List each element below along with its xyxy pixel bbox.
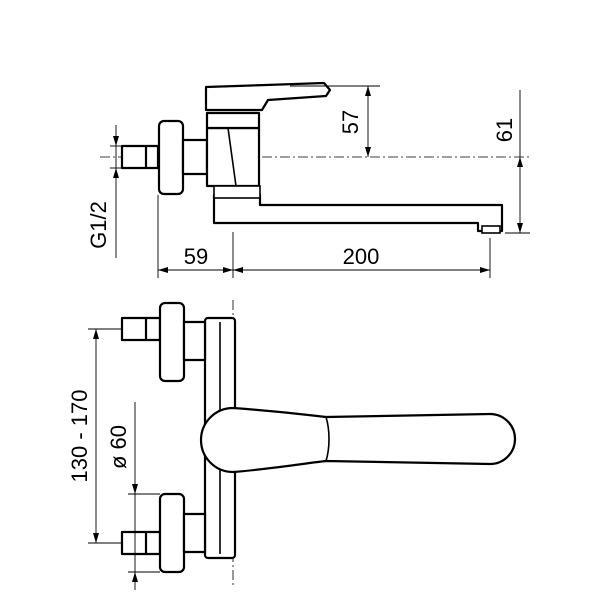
side-lever-handle <box>204 81 332 112</box>
side-wall-rosette <box>157 119 185 196</box>
side-inlet-connector <box>120 144 160 170</box>
front-spout-neck <box>325 416 330 462</box>
front-lower-rosette <box>158 492 186 574</box>
dim-61-label: 61 <box>492 118 517 142</box>
front-spout <box>199 406 517 474</box>
dim-thread-arrow-top <box>113 136 119 146</box>
dim-59-arrow-right <box>223 267 233 273</box>
dim-57-arrow-top <box>365 86 371 96</box>
side-handle-base <box>205 111 261 130</box>
dim-diameter-label: ø 60 <box>106 425 131 469</box>
dim-61-arrow-top <box>517 157 523 167</box>
side-spout-collar <box>213 185 261 199</box>
side-body-detail <box>227 127 237 187</box>
dim-57-label: 57 <box>338 110 363 134</box>
front-lower-connector <box>120 530 162 556</box>
front-upper-nut <box>182 320 207 362</box>
dim-59-arrow-left <box>158 267 168 273</box>
dim-thread-arrow-bottom <box>113 168 119 178</box>
dim-61-arrow-bottom <box>517 223 523 233</box>
dim-200-label: 200 <box>343 244 380 269</box>
dim-thread-label: G1/2 <box>86 201 111 249</box>
dim-diameter-arrow-bottom <box>132 572 138 582</box>
front-lower-nut <box>182 512 207 554</box>
dim-59-label: 59 <box>184 244 208 269</box>
front-upper-connector <box>120 316 162 342</box>
dim-spacing-label: 130 - 170 <box>67 390 92 483</box>
dim-200-arrow-right <box>480 267 490 273</box>
side-mixer-body <box>205 126 261 188</box>
dim-200-arrow-left <box>233 267 243 273</box>
dim-spacing-arrow-top <box>93 329 99 339</box>
side-view: 59 200 57 61 G1/2 <box>86 81 530 278</box>
dim-57-arrow-bottom <box>365 147 371 157</box>
side-spout <box>212 193 504 233</box>
side-eccentric-nut <box>181 138 209 176</box>
dim-spacing-arrow-bottom <box>93 533 99 543</box>
front-view: 130 - 170 ø 60 <box>67 300 517 590</box>
side-aerator <box>481 225 501 234</box>
front-upper-rosette <box>158 301 186 383</box>
dim-diameter-arrow-top <box>132 484 138 494</box>
